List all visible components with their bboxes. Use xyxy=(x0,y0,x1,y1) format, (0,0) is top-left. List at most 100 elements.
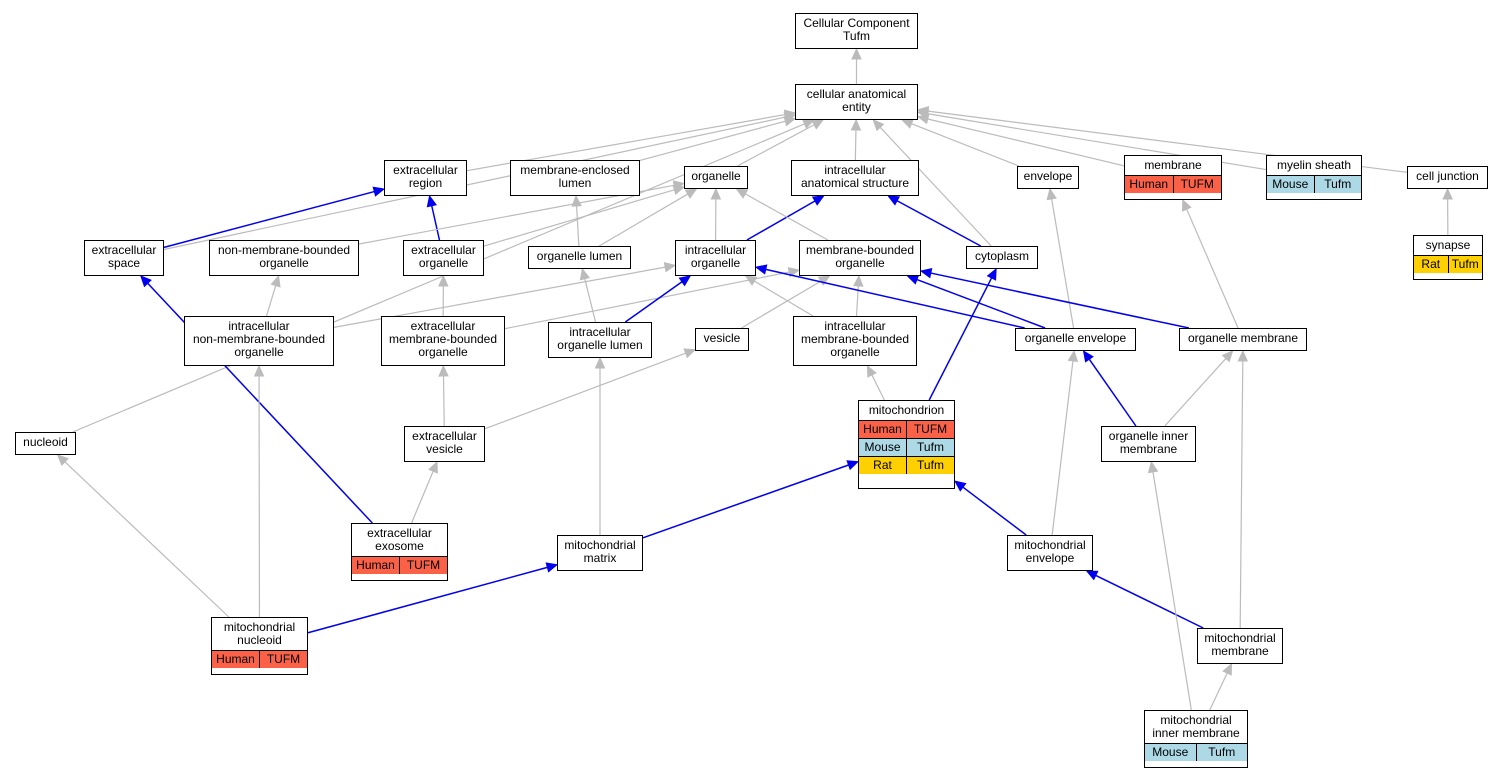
node-label: extracellular vesicle xyxy=(412,429,477,456)
arrowhead-ias xyxy=(811,195,825,206)
node-mitochondrial-membrane[interactable]: mitochondrial membrane xyxy=(1197,628,1283,664)
arrowhead-mito xyxy=(846,460,860,471)
node-organelle-membrane[interactable]: organelle membrane xyxy=(1179,328,1307,351)
node-extracellular-membrane-bounded-organelle[interactable]: extracellular membrane-bounded organelle xyxy=(381,316,505,366)
edge-menv-to-orgenv xyxy=(1051,360,1074,536)
node-extracellular-space[interactable]: extracellular space xyxy=(84,240,164,276)
node-root[interactable]: Cellular Component Tufm xyxy=(795,13,918,49)
node-organelle-inner-membrane[interactable]: organelle inner membrane xyxy=(1101,426,1196,462)
node-organelle-envelope[interactable]: organelle envelope xyxy=(1015,328,1136,351)
arrowhead-nmbo xyxy=(270,274,281,288)
node-envelope[interactable]: envelope xyxy=(1017,166,1079,189)
node-cell-junction[interactable]: cell junction xyxy=(1407,166,1488,189)
arrowhead-orglumen xyxy=(579,267,591,281)
arrowhead-exmbo xyxy=(438,364,449,377)
node-label: membrane xyxy=(1144,158,1202,172)
arrowhead-mmatrix xyxy=(545,562,559,573)
arrowhead-oim xyxy=(1147,460,1159,474)
node-label: extracellular exosome xyxy=(367,526,432,553)
node-label: cell junction xyxy=(1416,169,1479,183)
arrowhead-mbo xyxy=(817,275,831,286)
gene-cell: TUFM xyxy=(906,421,954,438)
node-label: cellular anatomical entity xyxy=(806,87,907,114)
arrowhead-orgenv xyxy=(1082,350,1094,363)
arrowhead-cae xyxy=(850,118,862,131)
node-label: mitochondrial matrix xyxy=(564,538,636,565)
arrowhead-exves xyxy=(428,460,438,474)
arrowhead-organelle xyxy=(710,187,722,200)
edge-nucleoid-to-cae xyxy=(72,123,805,433)
node-label: Cellular Component Tufm xyxy=(803,16,910,43)
arrowhead-iol xyxy=(594,356,606,369)
node-intracellular-organelle[interactable]: intracellular organelle xyxy=(675,240,756,276)
node-extracellular-region[interactable]: extracellular region xyxy=(384,160,467,196)
node-mitochondrial-envelope[interactable]: mitochondrial envelope xyxy=(1007,535,1093,571)
arrowhead-cae xyxy=(916,105,930,117)
node-label: intracellular anatomical structure xyxy=(800,163,910,190)
node-label: organelle envelope xyxy=(1024,331,1127,345)
node-label: mitochondrion xyxy=(868,403,945,417)
node-intracellular-organelle-lumen[interactable]: intracellular organelle lumen xyxy=(548,322,652,358)
edge-vesicle-to-mbo xyxy=(741,280,822,329)
gene-cell: Tufm xyxy=(906,457,954,474)
node-label: myelin sheath xyxy=(1276,158,1352,172)
edge-mim-to-oim xyxy=(1152,471,1192,711)
node-membrane-enclosed-lumen[interactable]: membrane-enclosed lumen xyxy=(510,160,640,196)
arrowhead-mmem xyxy=(1222,662,1233,676)
node-label: synapse xyxy=(1425,238,1471,252)
arrowhead-exorg xyxy=(438,274,449,287)
arrowhead-celljunc xyxy=(1442,187,1453,200)
node-cellular-anatomical-entity[interactable]: cellular anatomical entity xyxy=(795,84,918,120)
arrowhead-nucleoid xyxy=(56,454,69,467)
node-extracellular-vesicle[interactable]: extracellular vesicle xyxy=(404,426,485,462)
node-label: mitochondrial membrane xyxy=(1204,631,1276,658)
edge-exspace-to-exreg xyxy=(163,190,375,249)
node-label: mitochondrial nucleoid xyxy=(223,620,296,647)
species-cell: Rat xyxy=(859,457,906,474)
node-label: extracellular membrane-bounded organelle xyxy=(388,319,498,359)
species-cell: Rat xyxy=(1414,256,1448,273)
node-non-membrane-bounded-organelle[interactable]: non-membrane-bounded organelle xyxy=(209,240,359,276)
edge-exorg-to-exreg xyxy=(431,205,441,241)
node-intracellular-membrane-bounded-organelle[interactable]: intracellular membrane-bounded organelle xyxy=(793,316,917,366)
arrowhead-mbo xyxy=(919,268,933,279)
arrowhead-organelle xyxy=(684,188,698,199)
node-label: membrane-bounded organelle xyxy=(805,243,915,270)
node-cytoplasm[interactable]: cytoplasm xyxy=(966,246,1038,269)
edge-exorg-to-organelle xyxy=(483,189,675,247)
arrowhead-mbo xyxy=(787,267,801,278)
node-vesicle[interactable]: vesicle xyxy=(695,328,749,351)
node-mitochondrial-matrix[interactable]: mitochondrial matrix xyxy=(557,535,643,571)
edge-mito-to-cytoplasm xyxy=(928,277,993,401)
node-organelle[interactable]: organelle xyxy=(684,166,748,189)
node-nucleoid[interactable]: nucleoid xyxy=(15,432,76,455)
edge-intraorg-to-ias xyxy=(746,200,816,241)
arrowhead-organelle xyxy=(735,188,749,199)
node-intracellular-anatomical-structure[interactable]: intracellular anatomical structure xyxy=(791,160,919,196)
node-label: envelope xyxy=(1023,169,1073,183)
arrowhead-cae xyxy=(901,118,914,129)
arrowhead-ias xyxy=(887,195,901,206)
node-organelle-lumen[interactable]: organelle lumen xyxy=(528,246,631,269)
node-label: organelle membrane xyxy=(1187,331,1299,345)
node-membrane-bounded-organelle[interactable]: membrane-bounded organelle xyxy=(799,240,921,276)
gene-cell: Tufm xyxy=(1195,744,1247,761)
node-intracellular-non-membrane-bounded-organelle[interactable]: intracellular non-membrane-bounded organ… xyxy=(184,316,334,366)
species-cell: Human xyxy=(859,421,906,438)
node-label: intracellular organelle lumen xyxy=(557,325,643,352)
edge-mim-to-mmem xyxy=(1209,672,1228,711)
edge-orgenv-to-mbo xyxy=(916,278,1046,329)
node-extracellular-organelle[interactable]: extracellular organelle xyxy=(403,240,484,276)
gene-cell: Tufm xyxy=(906,439,954,456)
